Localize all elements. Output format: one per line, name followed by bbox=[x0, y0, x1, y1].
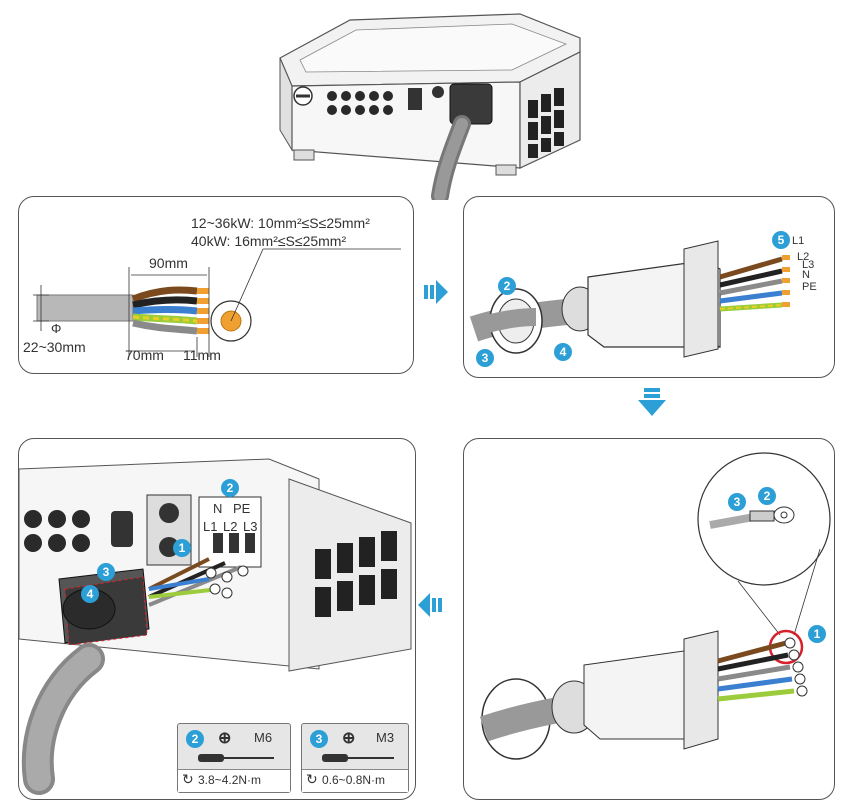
step-badge-2: 2 bbox=[221, 479, 239, 497]
wire-label-l2: L2 bbox=[797, 251, 810, 263]
panel-cable-gland-assembly: 2 3 4 5 L1 L2 L3 N PE bbox=[463, 196, 835, 378]
dim-phi: Φ bbox=[51, 321, 62, 336]
dim-core-length: 11mm bbox=[183, 347, 221, 363]
cable-strip-illustration bbox=[33, 248, 401, 357]
step-badge-3: 3 bbox=[97, 563, 115, 581]
step-badge-4: 4 bbox=[81, 585, 99, 603]
panel-terminal-connection: N PE L1 L2 L3 1 2 3 4 2 ⊕ M6 ↻ 3.8~4.2N·… bbox=[18, 438, 416, 800]
rotate-icon: ↻ bbox=[182, 771, 194, 787]
step-badge-1: 1 bbox=[173, 539, 191, 557]
screw-size: M6 bbox=[254, 730, 273, 745]
wire-label-l1: L1 bbox=[792, 235, 805, 247]
phillips-icon: ⊕ bbox=[218, 730, 232, 747]
step-badge-2: 2 bbox=[498, 277, 516, 295]
phillips-icon: ⊕ bbox=[342, 730, 356, 747]
dim-diameter: 22~30mm bbox=[23, 339, 86, 355]
torque-spec-m3: 3 ⊕ M3 ↻ 0.6~0.8N·m bbox=[301, 723, 409, 793]
step-badge-4: 4 bbox=[554, 343, 572, 361]
dim-strip-length: 90mm bbox=[149, 255, 188, 271]
spec-step-badge: 2 bbox=[186, 730, 204, 748]
terminal-label-l2: L2 bbox=[223, 519, 238, 534]
arrow-left-icon bbox=[418, 593, 442, 617]
step-badge-5: 5 bbox=[772, 231, 790, 249]
spec-step-badge: 3 bbox=[310, 730, 328, 748]
torque-spec-m6: 2 ⊕ M6 ↻ 3.8~4.2N·m bbox=[177, 723, 291, 793]
screwdriver-icon bbox=[198, 754, 274, 762]
terminal-label-n: N bbox=[213, 501, 223, 516]
panel-cable-stripping: 12~36kW: 10mm²≤S≤25mm² 40kW: 16mm²≤S≤25m… bbox=[18, 196, 414, 374]
step-badge-3: 3 bbox=[476, 349, 494, 367]
dim-sheath-length: 70mm bbox=[125, 347, 164, 363]
step-badge-1: 1 bbox=[808, 625, 826, 643]
arrow-right-icon bbox=[424, 280, 448, 304]
screw-size: M3 bbox=[376, 730, 395, 745]
rotate-icon: ↻ bbox=[306, 771, 318, 787]
wire-label-l3: L3 bbox=[802, 259, 815, 271]
step-badge-3: 3 bbox=[728, 493, 746, 511]
torque-value: 3.8~4.2N·m bbox=[198, 773, 262, 787]
torque-value: 0.6~0.8N·m bbox=[322, 773, 386, 787]
arrow-down-icon bbox=[638, 388, 666, 416]
inverter-overview-illustration bbox=[279, 13, 581, 200]
panel-crimp-terminals: 1 2 3 bbox=[463, 438, 835, 800]
wire-label-n: N bbox=[802, 269, 810, 281]
terminal-label-l3: L3 bbox=[243, 519, 258, 534]
terminal-label-l1: L1 bbox=[203, 519, 218, 534]
spec-line-1: 12~36kW: 10mm²≤S≤25mm² bbox=[191, 215, 370, 231]
step-badge-2: 2 bbox=[758, 487, 776, 505]
wire-label-pe: PE bbox=[802, 281, 817, 293]
gland-assembly-illustration bbox=[469, 240, 790, 358]
spec-line-2: 40kW: 16mm²≤S≤25mm² bbox=[191, 233, 347, 249]
screwdriver-icon bbox=[322, 754, 394, 762]
crimp-terminal-illustration bbox=[479, 452, 831, 760]
terminal-label-pe: PE bbox=[233, 501, 251, 516]
